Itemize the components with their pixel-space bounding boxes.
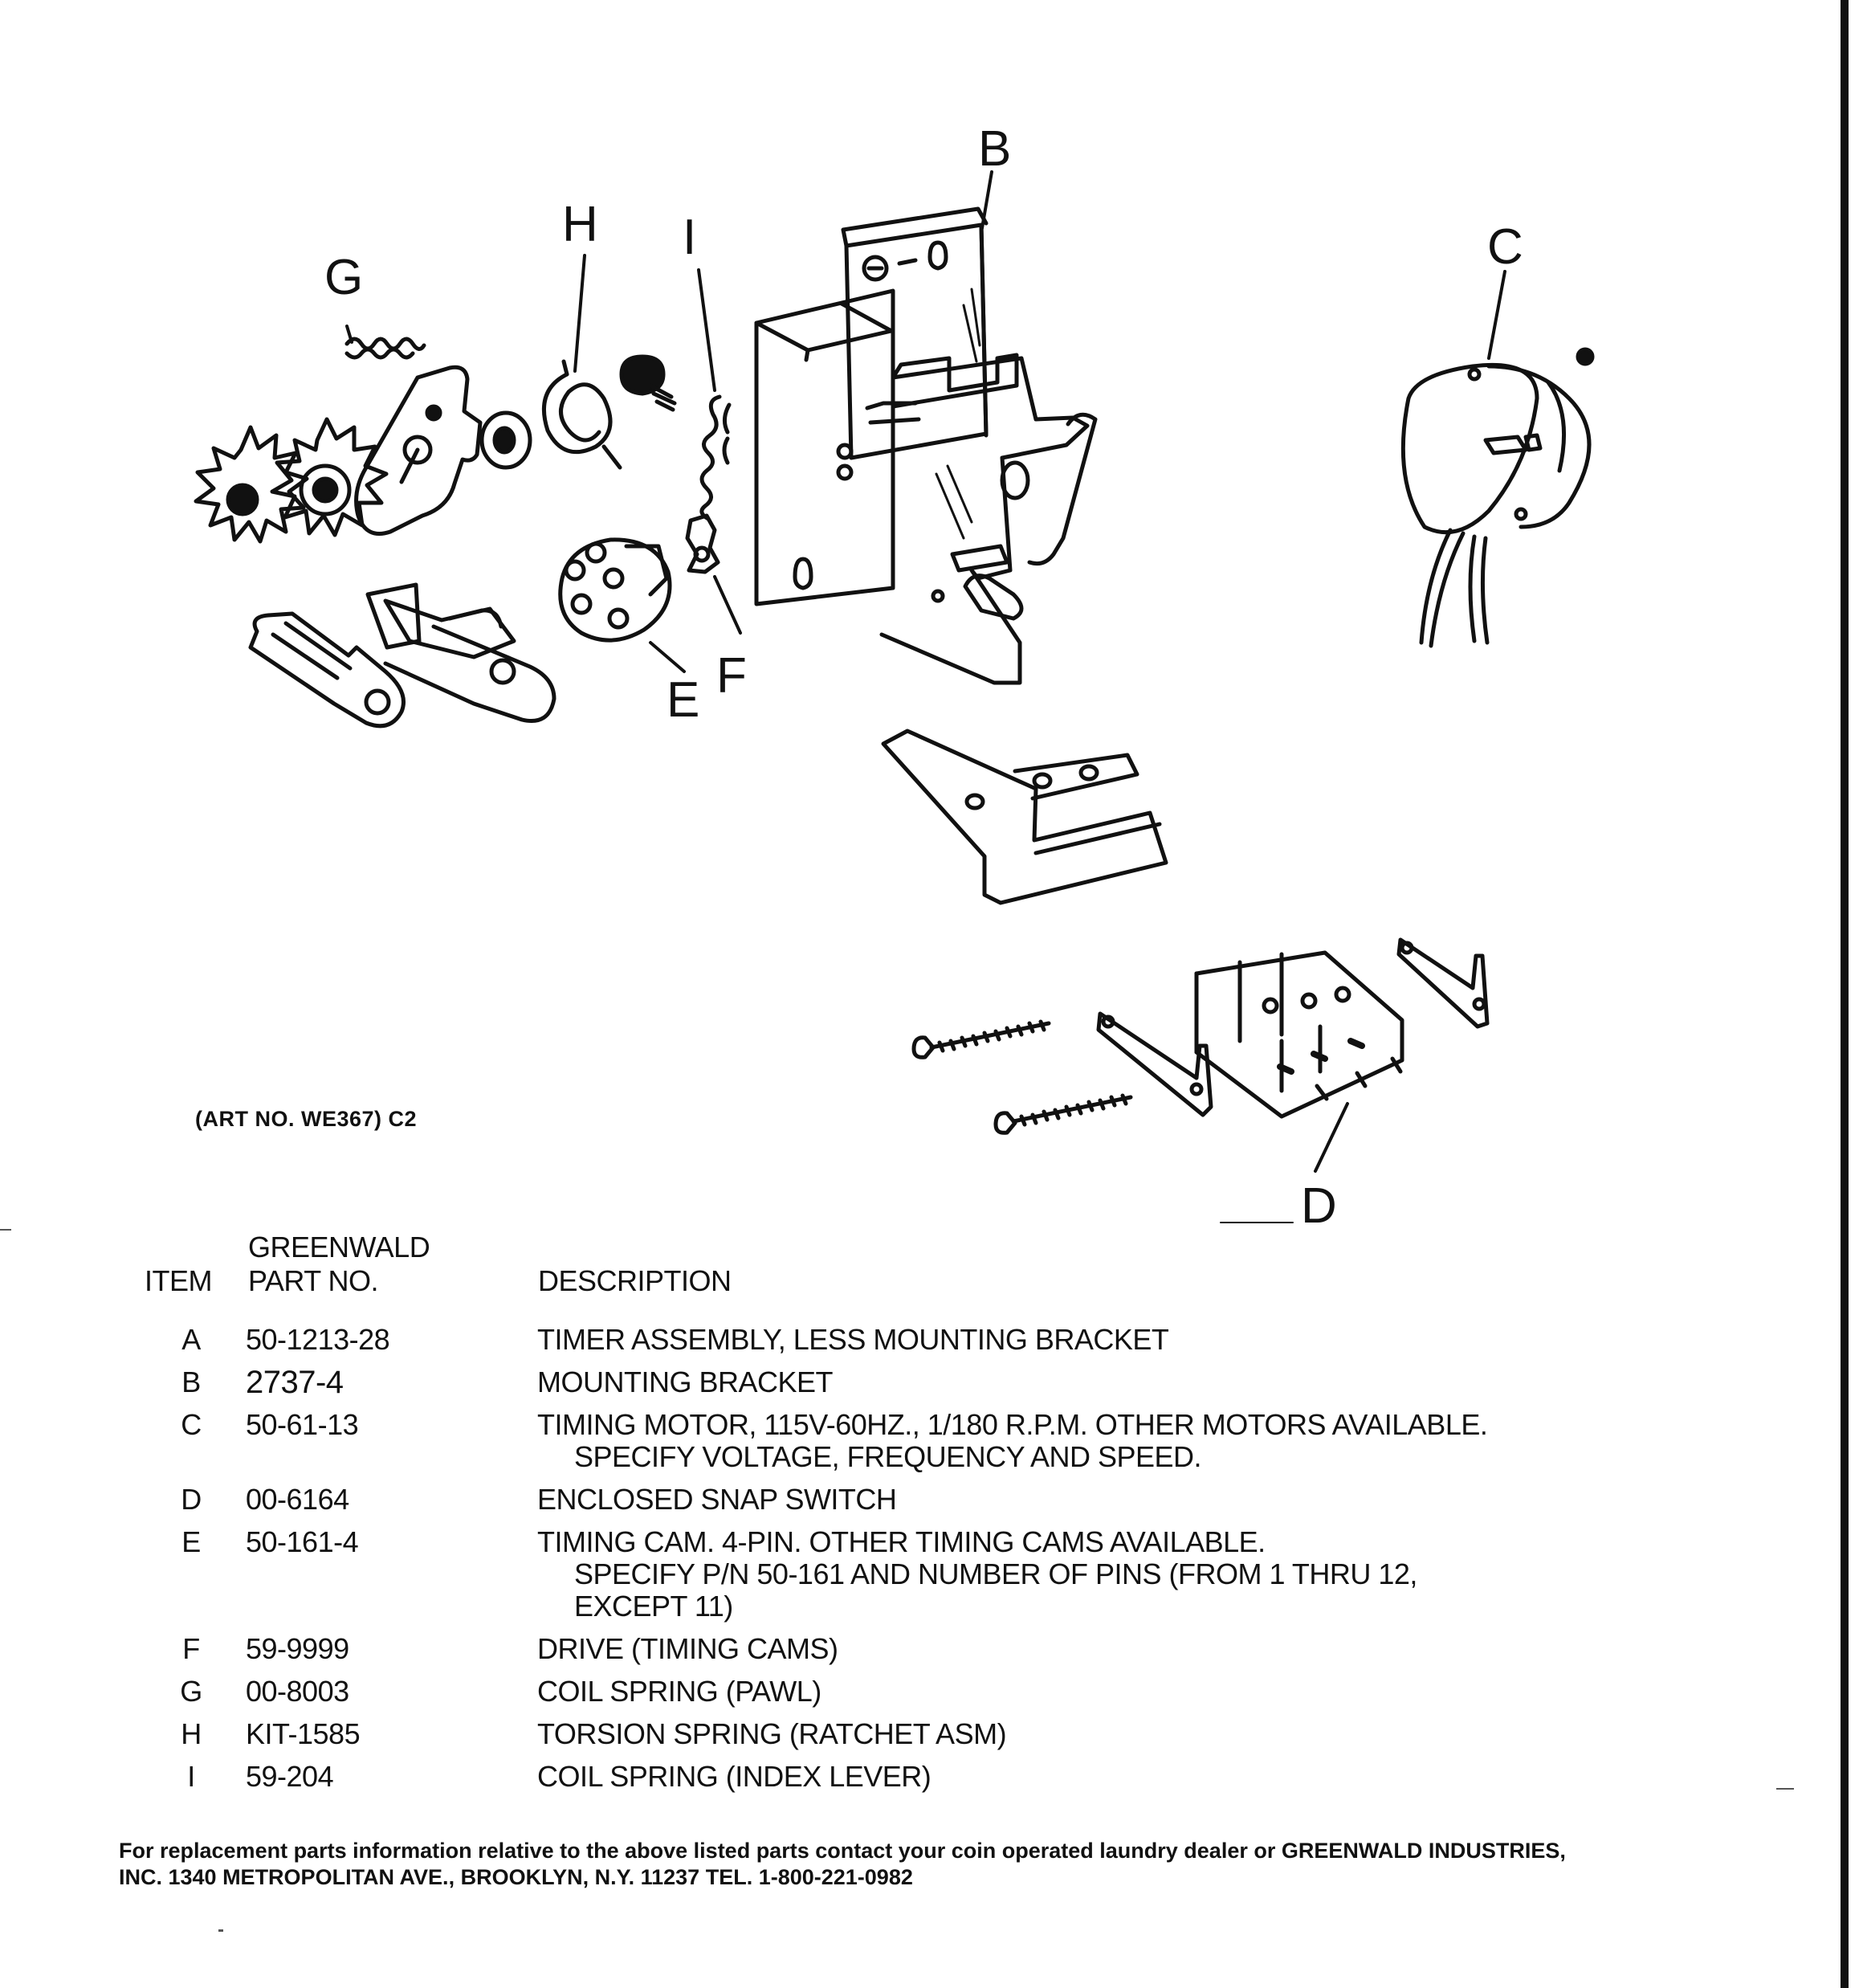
description-header: DESCRIPTION xyxy=(538,1264,732,1297)
enclosed-snap-switch-part xyxy=(1194,950,1404,1119)
item-cell: A xyxy=(181,1323,201,1356)
actuating-lever-part xyxy=(365,582,556,723)
callout-i-label: I xyxy=(683,210,696,265)
item-cell: D xyxy=(181,1483,202,1516)
part-number-cell: 50-1213-28 xyxy=(246,1323,390,1356)
description-line: SPECIFY P/N 50-161 AND NUMBER OF PINS (F… xyxy=(574,1557,1417,1590)
table-row: C 50-61-13 TIMING MOTOR, 115V-60HZ., 1/1… xyxy=(137,1409,1541,1484)
description-line: TIMING MOTOR, 115V-60HZ., 1/180 R.P.M. O… xyxy=(537,1408,1488,1441)
description-line: EXCEPT 11) xyxy=(574,1590,733,1623)
table-row: G 00-8003 COIL SPRING (PAWL) xyxy=(137,1676,1541,1718)
scan-mark xyxy=(1776,1788,1794,1790)
part-number-cell: KIT-1585 xyxy=(246,1717,361,1750)
item-cell: I xyxy=(187,1760,195,1793)
right-edge-rule xyxy=(1841,0,1849,1988)
callout-f-label: F xyxy=(716,648,747,704)
description-line: ENCLOSED SNAP SWITCH xyxy=(537,1483,897,1516)
item-cell: E xyxy=(181,1525,201,1558)
description-line: COIL SPRING (PAWL) xyxy=(537,1675,821,1708)
drive-timing-cams-part xyxy=(685,513,720,574)
table-row: A 50-1213-28 TIMER ASSEMBLY, LESS MOUNTI… xyxy=(137,1324,1541,1366)
timing-cam-part xyxy=(558,537,672,643)
description-cell: MOUNTING BRACKET xyxy=(537,1366,1541,1409)
part-number-cell: 50-61-13 xyxy=(246,1408,359,1441)
timer-mounting-plate-part xyxy=(754,288,1098,685)
callout-leader-lines xyxy=(345,170,1506,1223)
ratchet-gear-right xyxy=(270,417,389,537)
item-cell: G xyxy=(180,1675,202,1708)
item-cell: B xyxy=(181,1365,201,1398)
callout-c-label: C xyxy=(1487,219,1523,275)
switch-mounting-plate-part xyxy=(881,729,1168,905)
switch-insulator-left-part xyxy=(1096,1011,1213,1117)
part-number-cell: 50-161-4 xyxy=(246,1525,359,1558)
description-cell: TIMING MOTOR, 115V-60HZ., 1/180 R.P.M. O… xyxy=(537,1409,1541,1484)
part-no-header-line1: GREENWALD xyxy=(248,1231,430,1263)
description-cell: COIL SPRING (INDEX LEVER) xyxy=(537,1761,1541,1803)
description-cell: DRIVE (TIMING CAMS) xyxy=(537,1633,1541,1676)
switch-insulator-right-part xyxy=(1396,937,1490,1029)
description-line: SPECIFY VOLTAGE, FREQUENCY AND SPEED. xyxy=(574,1440,1202,1473)
exploded-parts-diagram: B C D E F G H I xyxy=(194,121,1595,1234)
description-line: TIMER ASSEMBLY, LESS MOUNTING BRACKET xyxy=(537,1323,1169,1356)
table-row: B 2737-4 MOUNTING BRACKET xyxy=(137,1366,1541,1409)
part-number-cell: 00-8003 xyxy=(246,1675,349,1708)
coil-spring-index-part xyxy=(699,394,732,521)
part-no-header-line2: PART NO. xyxy=(248,1264,379,1297)
pawl-part xyxy=(354,365,483,536)
description-cell: TIMING CAM. 4-PIN. OTHER TIMING CAMS AVA… xyxy=(537,1526,1541,1633)
callout-h-label: H xyxy=(562,197,598,252)
item-header: ITEM xyxy=(145,1264,213,1297)
screw-part xyxy=(619,354,677,412)
footer-line-1: For replacement parts information relati… xyxy=(119,1839,1566,1863)
description-cell: ENCLOSED SNAP SWITCH xyxy=(537,1484,1541,1526)
switch-screw-lower-part xyxy=(993,1093,1133,1135)
switch-screw-upper-part xyxy=(911,1019,1051,1059)
part-number-cell: 59-9999 xyxy=(246,1632,349,1665)
timing-motor-part xyxy=(1400,347,1595,648)
coil-spring-pawl-part xyxy=(344,337,426,360)
scan-mark xyxy=(218,1929,223,1932)
part-number-cell: 2737-4 xyxy=(246,1365,344,1400)
scan-mark xyxy=(0,1229,11,1231)
callout-d-label: D xyxy=(1301,1178,1337,1234)
index-lever-part xyxy=(248,611,406,729)
item-cell: F xyxy=(182,1632,200,1665)
description-cell: TORSION SPRING (RATCHET ASM) xyxy=(537,1718,1541,1761)
parts-list-table: A 50-1213-28 TIMER ASSEMBLY, LESS MOUNTI… xyxy=(137,1324,1541,1803)
table-row: E 50-161-4 TIMING CAM. 4-PIN. OTHER TIMI… xyxy=(137,1526,1541,1633)
callout-b-label: B xyxy=(978,121,1011,177)
table-row: F 59-9999 DRIVE (TIMING CAMS) xyxy=(137,1633,1541,1676)
table-row: H KIT-1585 TORSION SPRING (RATCHET ASM) xyxy=(137,1718,1541,1761)
torsion-spring-part xyxy=(541,359,622,470)
item-cell: C xyxy=(181,1408,202,1441)
description-line: COIL SPRING (INDEX LEVER) xyxy=(537,1760,932,1793)
description-line: MOUNTING BRACKET xyxy=(537,1365,834,1398)
description-line: TIMING CAM. 4-PIN. OTHER TIMING CAMS AVA… xyxy=(537,1525,1266,1558)
part-number-cell: 00-6164 xyxy=(246,1483,349,1516)
footer-line-2: INC. 1340 METROPOLITAN AVE., BROOKLYN, N… xyxy=(119,1865,913,1889)
table-row: I 59-204 COIL SPRING (INDEX LEVER) xyxy=(137,1761,1541,1803)
part-number-cell: 59-204 xyxy=(246,1760,334,1793)
table-row: D 00-6164 ENCLOSED SNAP SWITCH xyxy=(137,1484,1541,1526)
description-cell: COIL SPRING (PAWL) xyxy=(537,1676,1541,1718)
mounting-bracket-part xyxy=(841,206,989,460)
description-cell: TIMER ASSEMBLY, LESS MOUNTING BRACKET xyxy=(537,1324,1541,1366)
description-line: DRIVE (TIMING CAMS) xyxy=(537,1632,838,1665)
art-number-label: (ART NO. WE367) C2 xyxy=(195,1107,418,1131)
item-cell: H xyxy=(181,1717,202,1750)
replacement-parts-footer: For replacement parts information relati… xyxy=(119,1838,1741,1891)
callout-g-label: G xyxy=(324,250,363,305)
washer-part xyxy=(479,410,532,470)
description-line: TORSION SPRING (RATCHET ASM) xyxy=(537,1717,1007,1750)
callout-e-label: E xyxy=(667,672,699,728)
ratchet-gear-left xyxy=(194,425,309,544)
